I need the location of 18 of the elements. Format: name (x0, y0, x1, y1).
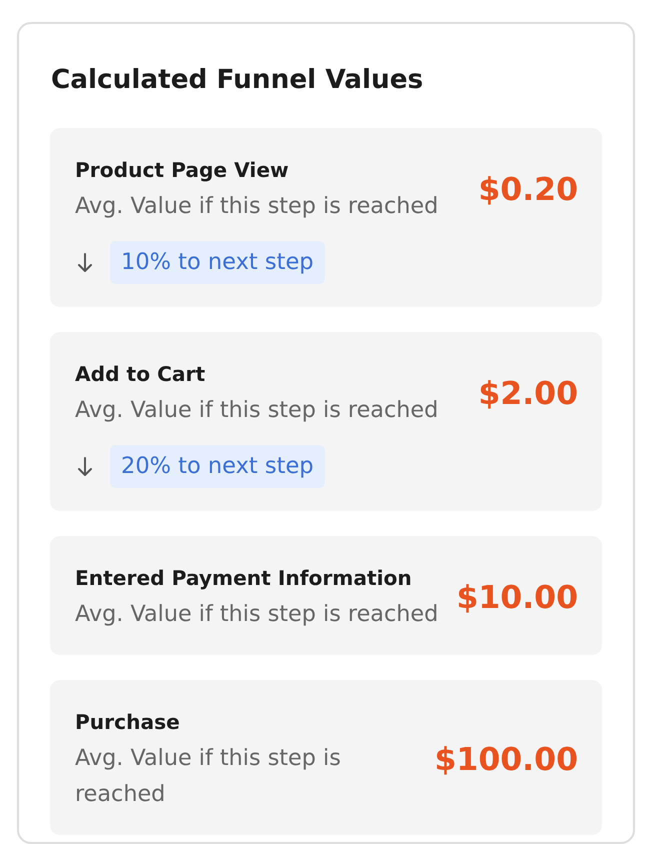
step-value: $2.00 (478, 375, 578, 414)
step-name: Add to Cart (75, 361, 206, 388)
step-description: Avg. Value if this step is reached (75, 192, 440, 221)
step-value: $10.00 (456, 579, 578, 618)
panel-card (17, 22, 635, 844)
panel-heading: Calculated Funnel Values (51, 64, 424, 97)
step-description: Avg. Value if this step is reached (75, 396, 440, 425)
step-value: $100.00 (434, 741, 578, 780)
step-description: Avg. Value if this step is reached (75, 744, 342, 809)
step-name: Purchase (75, 709, 180, 736)
step-card (50, 128, 602, 307)
step-name: Product Page View (75, 157, 289, 184)
step-value: $0.20 (478, 171, 578, 210)
conversion-badge: 10% to next step (110, 241, 325, 284)
step-description: Avg. Value if this step is reached (75, 600, 440, 629)
conversion-badge: 20% to next step (110, 445, 325, 488)
step-name: Entered Payment Information (75, 565, 412, 592)
step-card (50, 332, 602, 511)
